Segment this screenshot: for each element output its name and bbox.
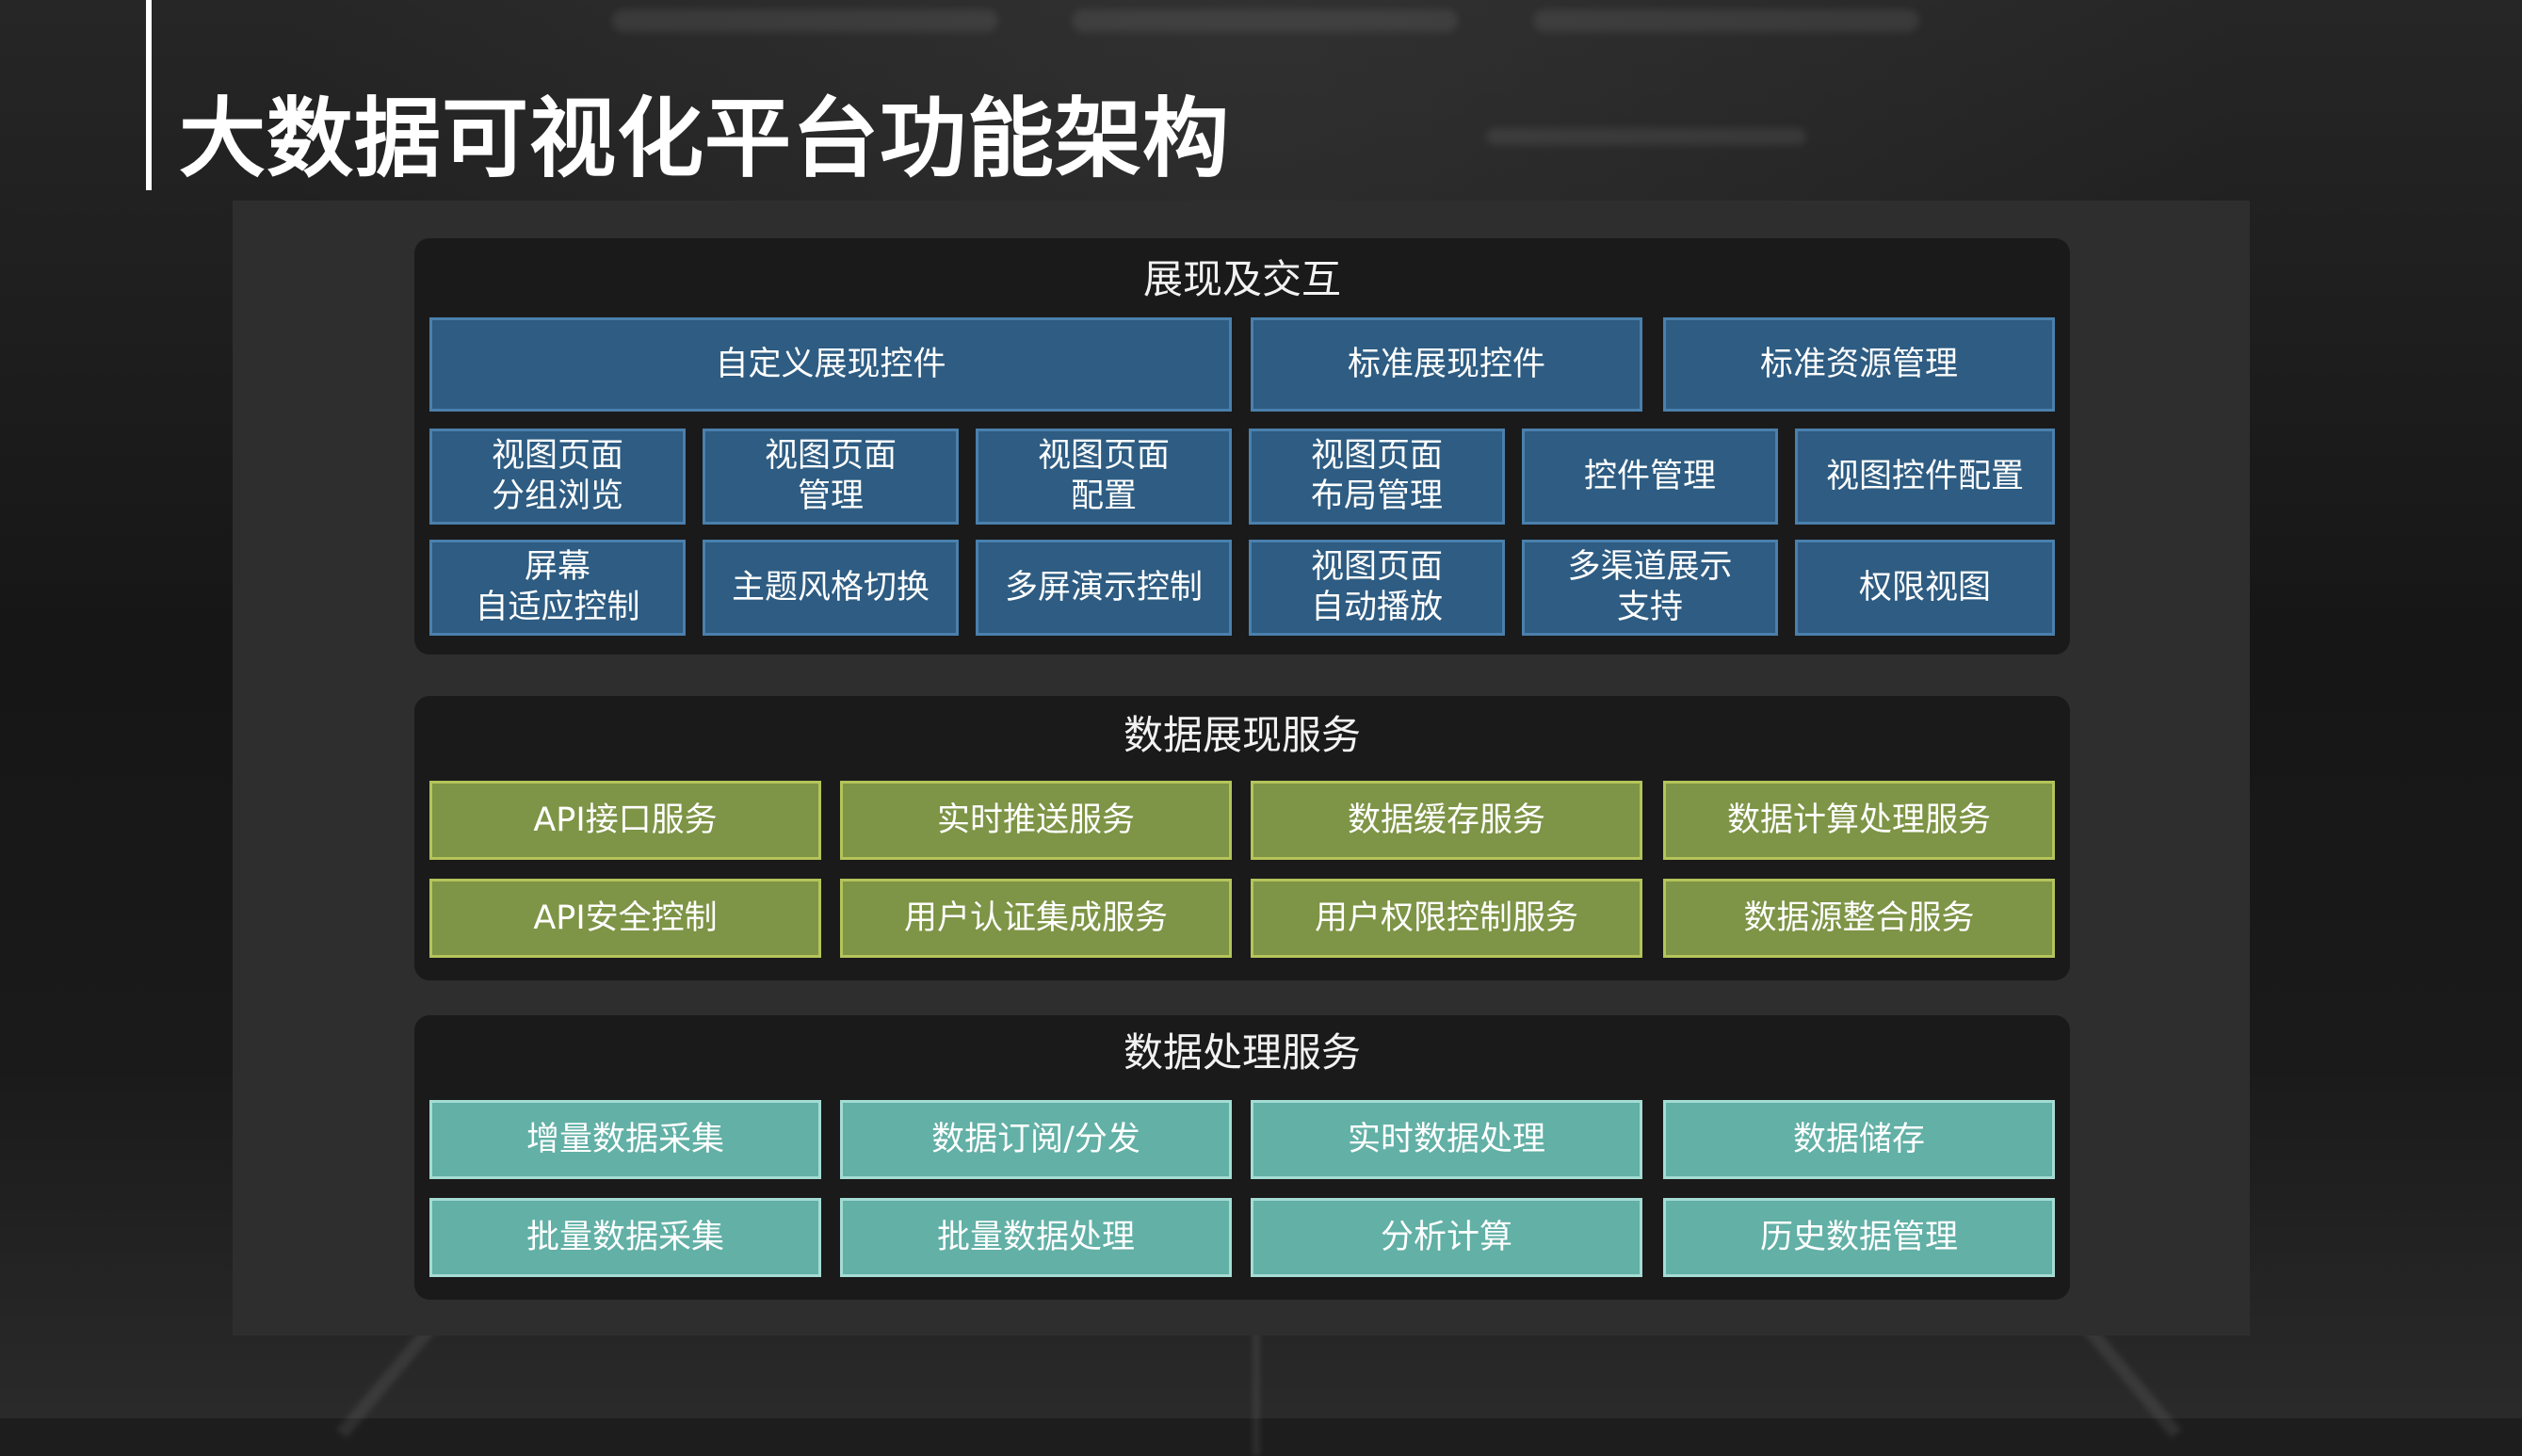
- batch-data-processing-box: 批量数据处理: [840, 1198, 1232, 1277]
- api-security-control-box: API安全控制: [429, 879, 821, 958]
- light-beam: [1253, 1268, 1260, 1456]
- realtime-push-service-box: 实时推送服务: [840, 781, 1232, 860]
- data-compute-service-box: 数据计算处理服务: [1663, 781, 2055, 860]
- standard-display-control-box: 标准展现控件: [1251, 317, 1642, 412]
- data-subscribe-distribute-box: 数据订阅/分发: [840, 1100, 1232, 1179]
- standard-resource-management-box: 标准资源管理: [1663, 317, 2055, 412]
- theme-style-switch-box: 主题风格切换: [703, 540, 959, 636]
- section-title: 数据展现服务: [1123, 712, 1361, 758]
- data-cache-service-box: 数据缓存服务: [1251, 781, 1642, 860]
- multi-channel-display-support-box: 多渠道展示 支持: [1522, 540, 1778, 636]
- view-page-management-box: 视图页面 管理: [703, 429, 959, 525]
- realtime-data-processing-box: 实时数据处理: [1251, 1100, 1642, 1179]
- multi-screen-demo-control-box: 多屏演示控制: [976, 540, 1232, 636]
- title-accent-bar: [146, 0, 152, 190]
- section-title: 展现及交互: [1142, 256, 1341, 302]
- page-title: 大数据可视化平台功能架构: [179, 89, 1231, 189]
- section-data-display-service: 数据展现服务 API接口服务 实时推送服务 数据缓存服务 数据计算处理服务 AP…: [414, 696, 2070, 980]
- section-presentation-interaction: 展现及交互 自定义展现控件 标准展现控件 标准资源管理 视图页面 分组浏览 视图…: [414, 238, 2070, 655]
- view-page-group-browse-box: 视图页面 分组浏览: [429, 429, 686, 525]
- data-storage-box: 数据储存: [1663, 1100, 2055, 1179]
- light-streak: [1072, 9, 1458, 32]
- view-page-autoplay-box: 视图页面 自动播放: [1249, 540, 1505, 636]
- permission-view-box: 权限视图: [1795, 540, 2055, 636]
- view-page-layout-management-box: 视图页面 布局管理: [1249, 429, 1505, 525]
- data-source-integration-box: 数据源整合服务: [1663, 879, 2055, 958]
- light-streak: [612, 9, 998, 32]
- section-data-processing-service: 数据处理服务 增量数据采集 数据订阅/分发 实时数据处理 数据储存 批量数据采集…: [414, 1015, 2070, 1300]
- view-page-config-box: 视图页面 配置: [976, 429, 1232, 525]
- user-permission-control-box: 用户权限控制服务: [1251, 879, 1642, 958]
- custom-display-control-box: 自定义展现控件: [429, 317, 1232, 412]
- analysis-computing-box: 分析计算: [1251, 1198, 1642, 1277]
- batch-data-collection-box: 批量数据采集: [429, 1198, 821, 1277]
- light-streak: [1533, 9, 1919, 32]
- section-title: 数据处理服务: [1123, 1029, 1361, 1076]
- screen-adaptive-control-box: 屏幕 自适应控制: [429, 540, 686, 636]
- light-streak: [1486, 128, 1806, 145]
- history-data-management-box: 历史数据管理: [1663, 1198, 2055, 1277]
- control-management-box: 控件管理: [1522, 429, 1778, 525]
- incremental-data-collection-box: 增量数据采集: [429, 1100, 821, 1179]
- view-control-config-box: 视图控件配置: [1795, 429, 2055, 525]
- api-interface-service-box: API接口服务: [429, 781, 821, 860]
- user-auth-integration-box: 用户认证集成服务: [840, 879, 1232, 958]
